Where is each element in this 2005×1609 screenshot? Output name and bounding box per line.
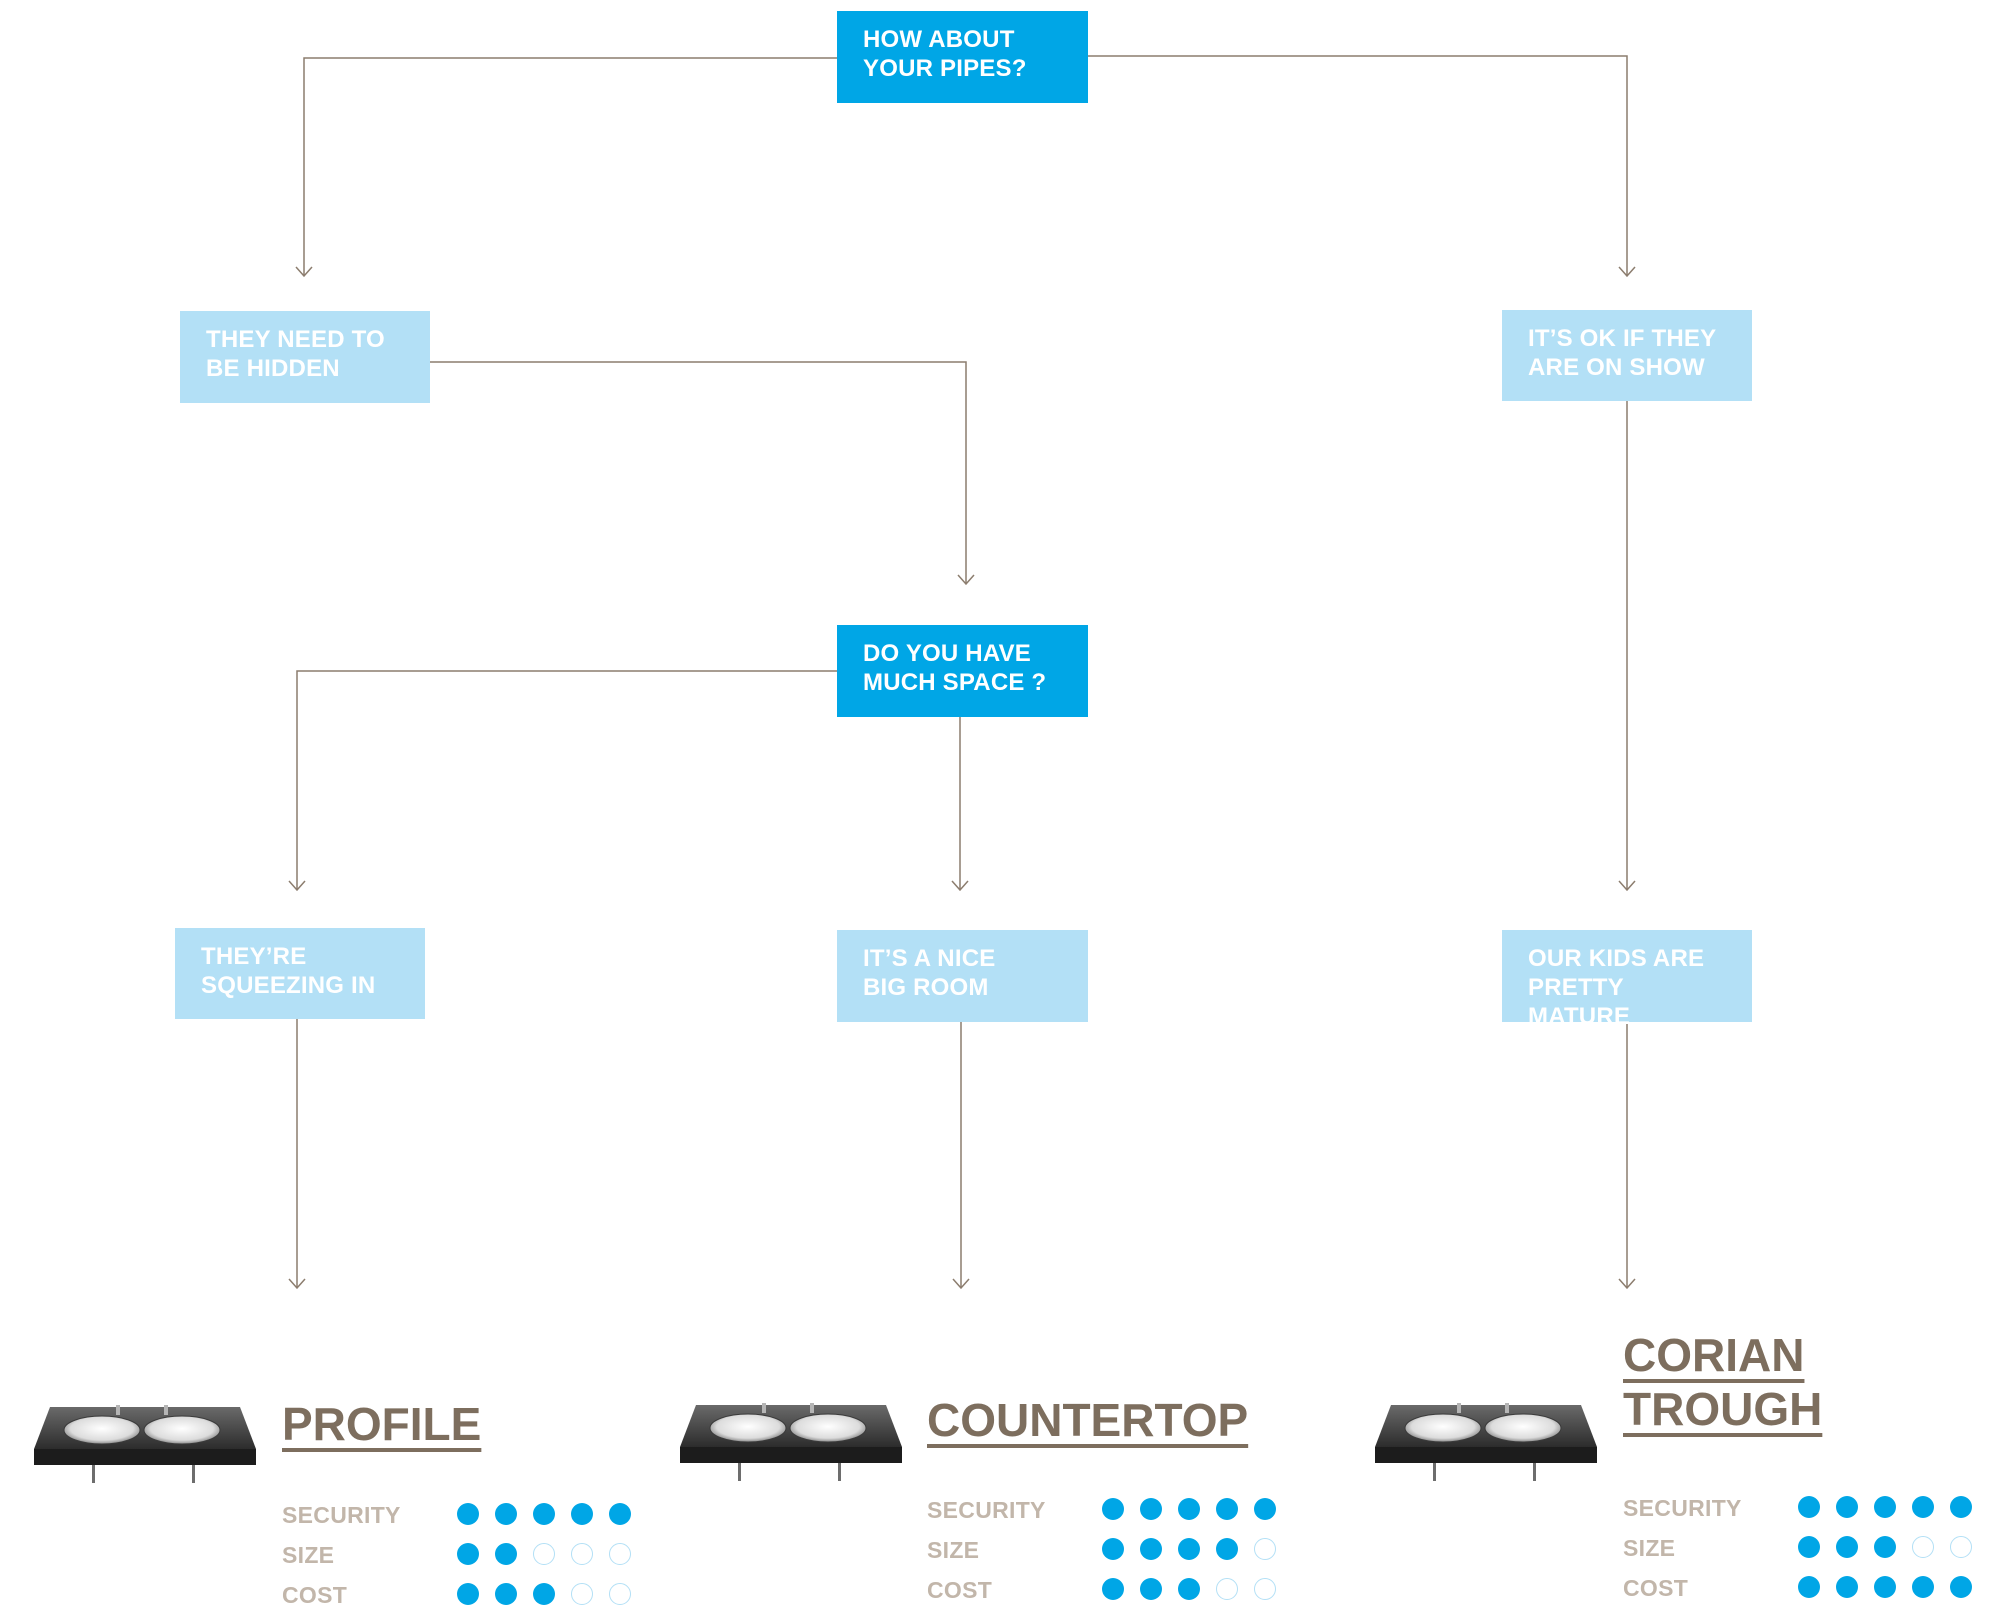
rating-label: SIZE xyxy=(282,1542,335,1568)
answer-pipes-hidden: THEY NEED TO BE HIDDEN xyxy=(180,311,430,403)
arrowhead xyxy=(951,880,969,892)
rating-row-size: SIZE xyxy=(282,1540,682,1568)
rating-dot-filled xyxy=(1950,1576,1972,1598)
rating-dot-filled xyxy=(1102,1538,1124,1560)
connector-space-to-squeezing xyxy=(296,670,837,890)
rating-dot-empty xyxy=(1950,1536,1972,1558)
rating-dot-filled xyxy=(1140,1538,1162,1560)
arrowhead xyxy=(952,1278,970,1290)
rating-dot-filled xyxy=(1216,1538,1238,1560)
rating-row-size: SIZE xyxy=(927,1535,1327,1563)
rating-dot-filled xyxy=(495,1583,517,1605)
double-basin-vanity-icon xyxy=(1375,1403,1597,1481)
rating-dot-filled xyxy=(495,1543,517,1565)
rating-dot-filled xyxy=(1140,1578,1162,1600)
rating-dot-filled xyxy=(1912,1496,1934,1518)
rating-dot-empty xyxy=(1216,1578,1238,1600)
arrowhead xyxy=(1618,266,1636,278)
rating-row-security: SECURITY xyxy=(1623,1493,2005,1521)
rating-row-security: SECURITY xyxy=(927,1495,1327,1523)
rating-dot-filled xyxy=(1798,1536,1820,1558)
rating-dot-filled xyxy=(1254,1498,1276,1520)
rating-dot-empty xyxy=(1254,1538,1276,1560)
arrowhead xyxy=(295,266,313,278)
rating-dot-filled xyxy=(1836,1496,1858,1518)
rating-dot-filled xyxy=(1874,1496,1896,1518)
rating-dot-filled xyxy=(1178,1498,1200,1520)
rating-label: SECURITY xyxy=(282,1502,401,1528)
double-basin-vanity-icon xyxy=(680,1403,902,1481)
rating-label: SIZE xyxy=(1623,1535,1676,1561)
rating-dot-filled xyxy=(1836,1536,1858,1558)
rating-dot-filled xyxy=(1178,1538,1200,1560)
arrowhead xyxy=(1618,880,1636,892)
answer-big-room: IT’S A NICE BIG ROOM xyxy=(837,930,1088,1022)
answer-pipes-on-show: IT’S OK IF THEY ARE ON SHOW xyxy=(1502,310,1752,401)
product-title-profile: PROFILE xyxy=(282,1398,482,1450)
rating-dot-filled xyxy=(1950,1496,1972,1518)
product-title-countertop: COUNTERTOP xyxy=(927,1394,1249,1446)
rating-row-security: SECURITY xyxy=(282,1500,682,1528)
rating-dot-filled xyxy=(609,1503,631,1525)
answer-mature-kids: OUR KIDS ARE PRETTY MATURE xyxy=(1502,930,1752,1030)
arrowhead xyxy=(288,1278,306,1290)
connector-pipes-to-on-show xyxy=(1088,55,1628,276)
rating-dot-filled xyxy=(1798,1576,1820,1598)
arrowhead xyxy=(288,880,306,892)
rating-dot-filled xyxy=(1178,1578,1200,1600)
arrowhead xyxy=(1618,1278,1636,1290)
rating-label: COST xyxy=(1623,1575,1689,1601)
rating-label: SECURITY xyxy=(1623,1495,1742,1521)
question-pipes: HOW ABOUT YOUR PIPES? xyxy=(837,11,1088,103)
rating-dot-filled xyxy=(1798,1496,1820,1518)
rating-dot-filled xyxy=(457,1583,479,1605)
rating-dot-filled xyxy=(533,1503,555,1525)
product-title-corian-trough: CORIAN TROUGH xyxy=(1623,1329,1823,1435)
rating-dot-empty xyxy=(533,1543,555,1565)
rating-label: COST xyxy=(282,1582,348,1608)
rating-dot-filled xyxy=(1140,1498,1162,1520)
rating-label: COST xyxy=(927,1577,993,1603)
rating-dot-filled xyxy=(1102,1498,1124,1520)
rating-dot-filled xyxy=(1912,1576,1934,1598)
rating-dot-empty xyxy=(571,1583,593,1605)
rating-dot-filled xyxy=(571,1503,593,1525)
connector-hidden-to-space xyxy=(430,361,967,584)
arrowhead xyxy=(957,574,975,586)
rating-dot-filled xyxy=(1874,1536,1896,1558)
question-space: DO YOU HAVE MUCH SPACE ? xyxy=(837,625,1088,717)
rating-label: SIZE xyxy=(927,1537,980,1563)
rating-dot-filled xyxy=(457,1503,479,1525)
rating-dot-filled xyxy=(1216,1498,1238,1520)
rating-dot-filled xyxy=(457,1543,479,1565)
rating-row-size: SIZE xyxy=(1623,1533,2005,1561)
rating-dot-filled xyxy=(533,1583,555,1605)
rating-dot-filled xyxy=(495,1503,517,1525)
connector-pipes-to-hidden xyxy=(303,57,837,276)
rating-dot-filled xyxy=(1102,1578,1124,1600)
rating-dot-empty xyxy=(1254,1578,1276,1600)
rating-dot-filled xyxy=(1874,1576,1896,1598)
rating-dot-empty xyxy=(609,1543,631,1565)
rating-dot-filled xyxy=(1836,1576,1858,1598)
answer-squeezing-in: THEY’RE SQUEEZING IN xyxy=(175,928,425,1019)
rating-dot-empty xyxy=(571,1543,593,1565)
double-basin-vanity-icon xyxy=(34,1405,256,1483)
rating-row-cost: COST xyxy=(282,1580,682,1608)
rating-label: SECURITY xyxy=(927,1497,1046,1523)
rating-dot-empty xyxy=(1912,1536,1934,1558)
rating-row-cost: COST xyxy=(927,1575,1327,1603)
rating-dot-empty xyxy=(609,1583,631,1605)
rating-row-cost: COST xyxy=(1623,1573,2005,1601)
